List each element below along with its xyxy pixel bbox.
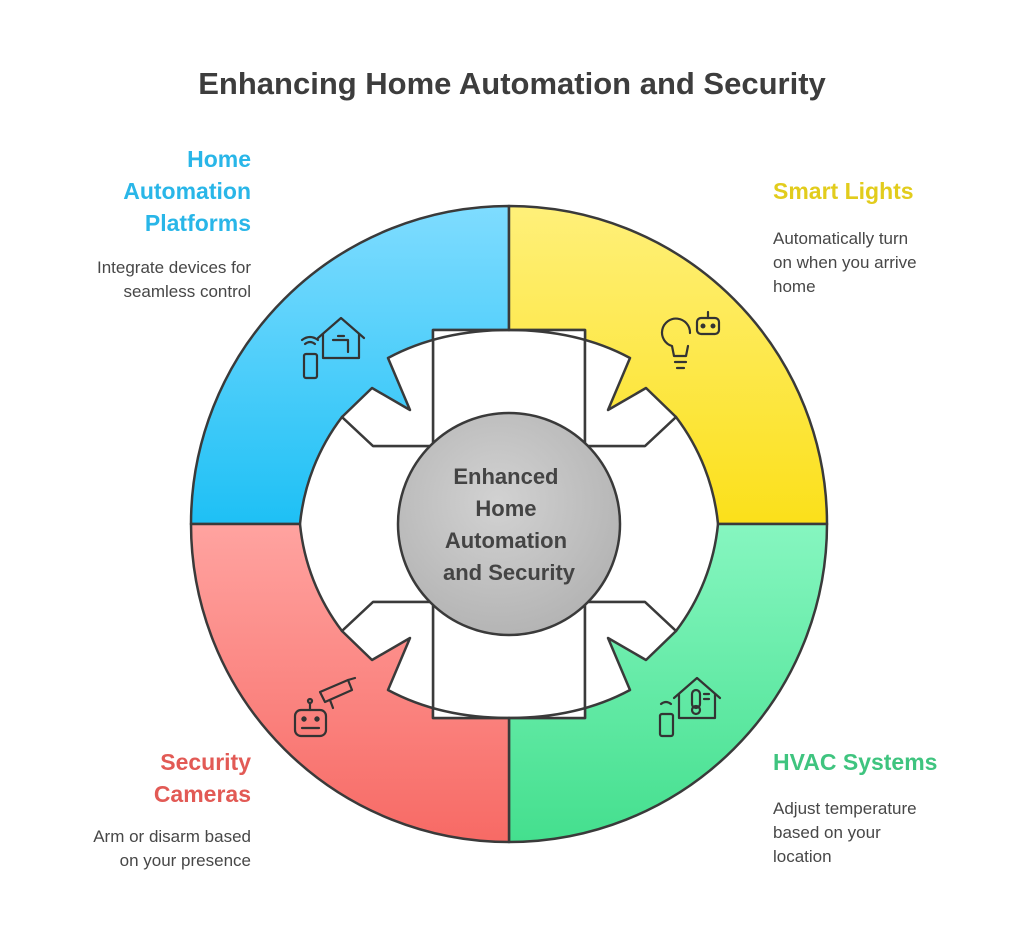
- heading-security-cameras: Security Cameras: [153, 749, 251, 807]
- desc-smart-lights: Automatically turn on when you arrive ho…: [773, 229, 917, 296]
- center-label: Enhanced Home Automation and Security: [443, 464, 576, 585]
- heading-smart-lights: Smart Lights: [773, 178, 914, 204]
- security-camera-robot-icon: [293, 676, 357, 738]
- center-line-1: Enhanced: [453, 464, 558, 489]
- heading-home-automation-platforms: Home Automation Platforms: [123, 146, 251, 236]
- center-line-3: Automation: [445, 528, 567, 553]
- desc-home-automation-platforms: Integrate devices for seamless control: [96, 258, 251, 301]
- desc-hvac-systems: Adjust temperature based on your locatio…: [773, 799, 917, 866]
- arrow-bottom-right: [507, 600, 678, 720]
- heading-hvac-systems: HVAC Systems: [773, 749, 938, 775]
- center-circle: [396, 411, 622, 637]
- center-line-4: and Security: [443, 560, 576, 585]
- smart-thermostat-icon: [658, 676, 722, 738]
- arrow-top-left: [340, 328, 511, 448]
- diagram-title: Enhancing Home Automation and Security: [198, 66, 826, 101]
- smart-bulb-icon: [660, 310, 721, 370]
- arrow-bottom-left: [340, 600, 511, 720]
- arrow-top-right: [507, 328, 678, 448]
- desc-security-cameras: Arm or disarm based on your presence: [93, 827, 251, 870]
- center-line-2: Home: [475, 496, 536, 521]
- smart-home-faucet-icon: [300, 316, 366, 380]
